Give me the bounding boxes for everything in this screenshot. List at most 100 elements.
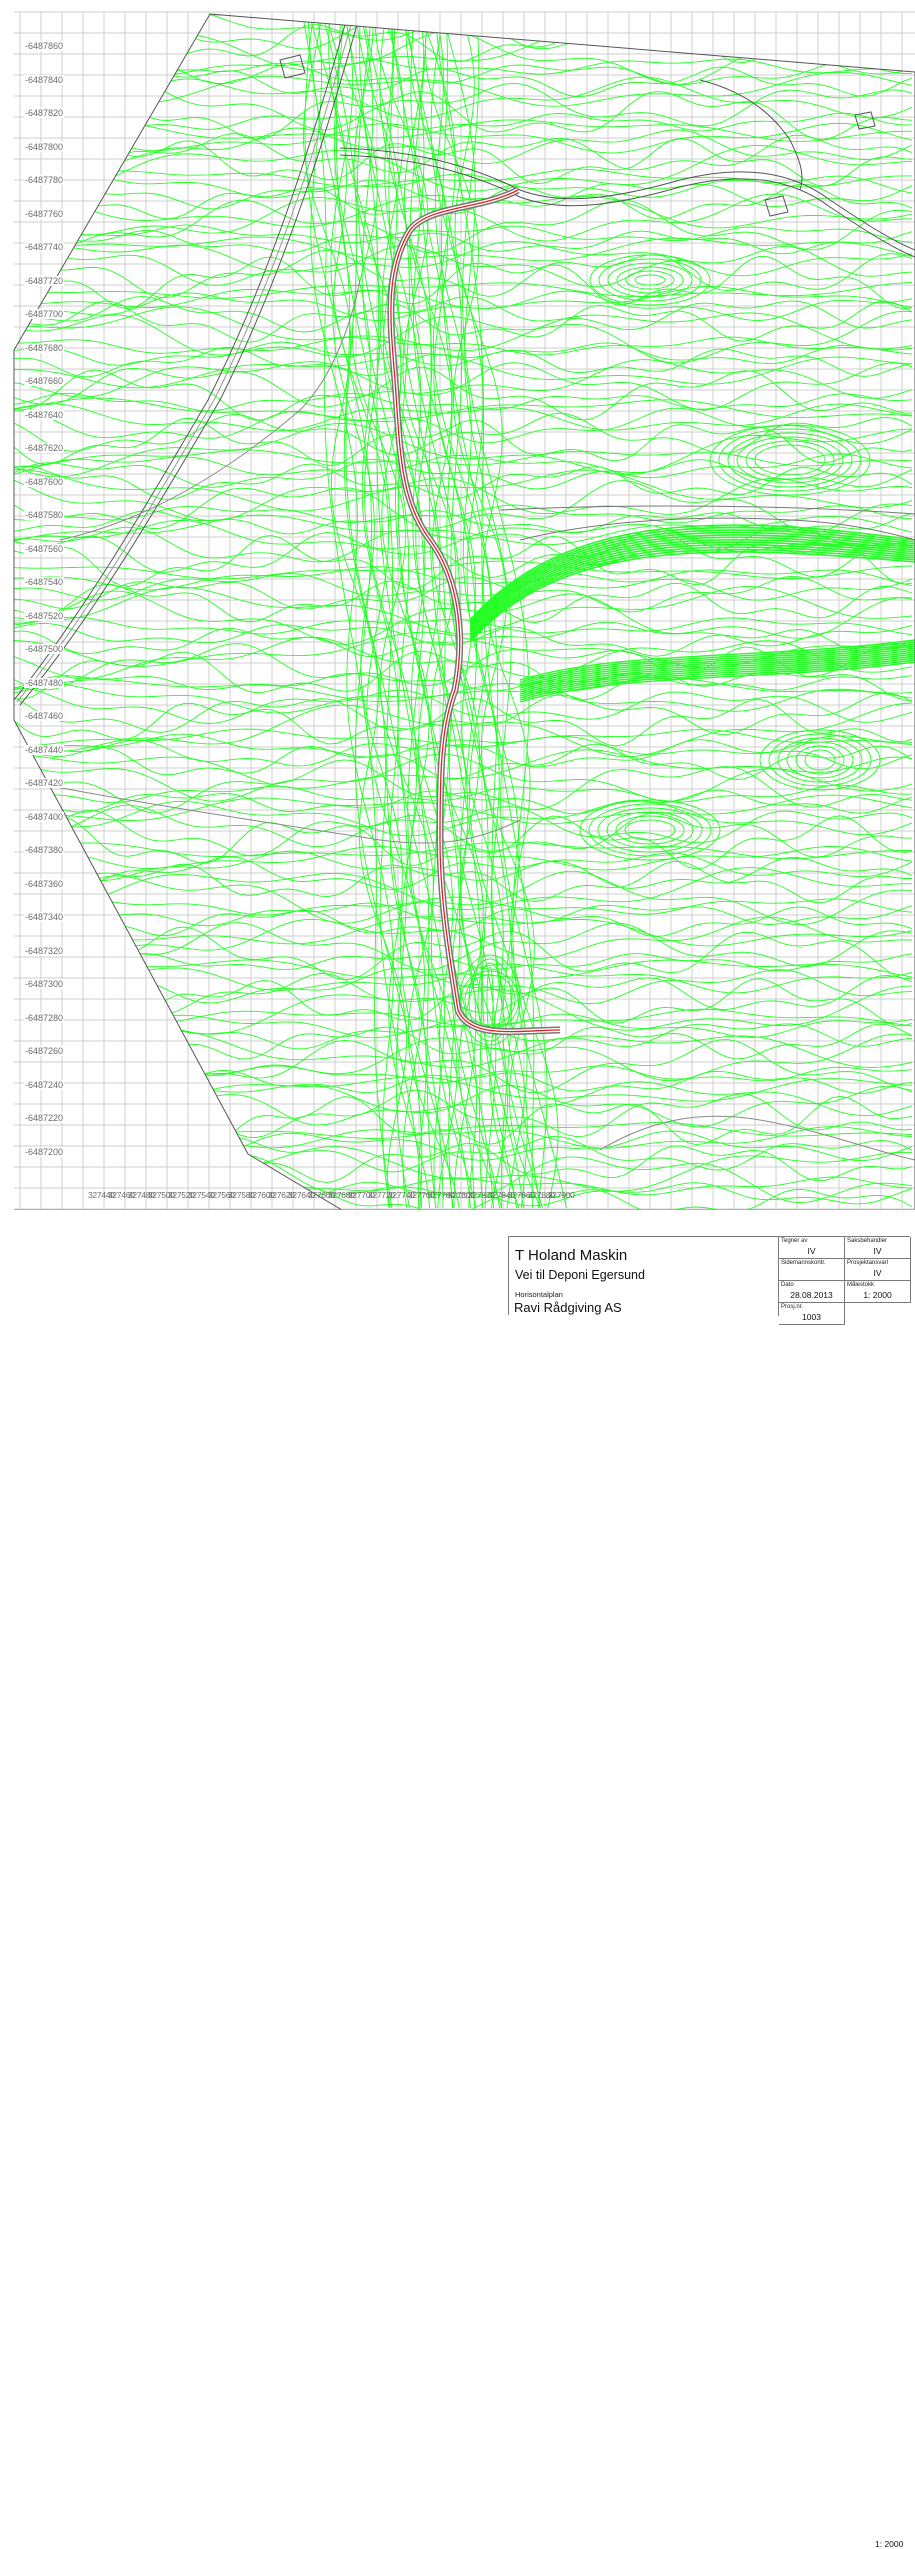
contour-line bbox=[14, 733, 913, 759]
y-coordinate-label: -6487680 bbox=[24, 342, 65, 353]
contour-line bbox=[14, 336, 913, 356]
x-coordinate-label: 327840 bbox=[488, 1190, 515, 1200]
contour-line bbox=[14, 230, 913, 255]
contour-line bbox=[14, 403, 913, 432]
contour-line bbox=[14, 190, 913, 229]
contour-line bbox=[14, 346, 913, 378]
contour-line bbox=[379, 14, 501, 1209]
contour-line bbox=[519, 649, 915, 691]
contour-line bbox=[519, 639, 915, 681]
contour-ring bbox=[709, 424, 871, 496]
contour-line bbox=[14, 697, 913, 747]
highway-left bbox=[19, 14, 361, 706]
y-coordinate-label: -6487760 bbox=[24, 208, 65, 219]
drawing-type: Horisontalplan bbox=[515, 1290, 563, 1299]
contour-line bbox=[14, 412, 913, 456]
y-coordinate-label: -6487320 bbox=[24, 945, 65, 956]
contour-line bbox=[14, 906, 913, 938]
contour-line bbox=[433, 14, 528, 1209]
contour-line bbox=[14, 306, 913, 352]
track-4 bbox=[499, 505, 915, 515]
contour-line bbox=[519, 655, 915, 697]
contour-line bbox=[14, 789, 913, 815]
contour-line bbox=[14, 850, 913, 881]
contour-line bbox=[14, 743, 913, 780]
contour-ring bbox=[589, 254, 711, 306]
contour-line bbox=[355, 14, 477, 1209]
contour-line bbox=[14, 794, 913, 825]
y-coordinate-label: -6487300 bbox=[24, 979, 65, 989]
contour-ring bbox=[615, 815, 685, 845]
building-3 bbox=[854, 111, 876, 130]
contour-line bbox=[14, 286, 913, 309]
contour-line bbox=[14, 1140, 913, 1183]
x-coordinate-label: 327580 bbox=[228, 1190, 255, 1200]
x-coordinate-label: 327880 bbox=[528, 1190, 555, 1200]
contour-line bbox=[14, 753, 913, 802]
highway-right bbox=[14, 14, 349, 701]
contour-line bbox=[14, 860, 912, 904]
contour-ring bbox=[588, 803, 712, 857]
dato-cell: Dato 28.08.2013 bbox=[779, 1281, 845, 1303]
contour-line bbox=[405, 14, 520, 1209]
contour-line bbox=[14, 867, 912, 911]
contour-line bbox=[14, 1094, 913, 1149]
contour-line bbox=[386, 14, 484, 1209]
prosjektansvarlig-label: Prosjektansvarl bbox=[847, 1260, 889, 1266]
contour-line bbox=[14, 341, 913, 367]
contour-line bbox=[14, 799, 913, 837]
saksbehandler-cell: Saksbehandler IV bbox=[845, 1237, 911, 1259]
contour-line bbox=[14, 359, 913, 399]
contour-line bbox=[14, 119, 912, 142]
y-coordinate-label: -6487800 bbox=[24, 141, 65, 152]
elevation-contours bbox=[14, 14, 915, 1210]
prosjnr-label: Prosj.nr. bbox=[781, 1304, 804, 1310]
survey-boundary bbox=[13, 13, 915, 1210]
contour-ring bbox=[624, 819, 676, 841]
y-coordinate-label: -6487480 bbox=[24, 677, 65, 688]
contour-line bbox=[328, 14, 453, 1209]
y-coordinate-label: -6487220 bbox=[24, 1113, 65, 1123]
contour-line bbox=[14, 575, 913, 613]
contour-line bbox=[410, 14, 518, 1209]
contour-line bbox=[14, 815, 913, 870]
y-coordinate-label: -6487520 bbox=[24, 610, 65, 621]
x-coordinate-labels: 3274403274603274803275003275203275403275… bbox=[88, 1190, 908, 1202]
contour-line bbox=[14, 749, 913, 792]
contour-line bbox=[310, 14, 394, 1209]
contour-line bbox=[14, 296, 913, 333]
firm-name: Ravi Rådgiving AS bbox=[514, 1300, 622, 1315]
contour-line bbox=[333, 14, 427, 1209]
x-coordinate-label: 327500 bbox=[148, 1190, 175, 1200]
contour-ring bbox=[634, 274, 666, 286]
x-coordinate-label: 327540 bbox=[188, 1190, 215, 1200]
contour-line bbox=[14, 422, 913, 478]
y-coordinate-label: -6487780 bbox=[24, 175, 65, 185]
track-5 bbox=[599, 1115, 915, 1161]
contour-ring bbox=[607, 262, 693, 298]
contour-line bbox=[14, 366, 913, 421]
contour-line bbox=[469, 541, 915, 635]
contour-line bbox=[14, 784, 913, 804]
x-coordinate-label: 327780 bbox=[428, 1190, 455, 1200]
malestokk-value: 1: 2000 bbox=[863, 1290, 892, 1300]
contour-ring bbox=[736, 436, 844, 484]
malestokk-label: Målestokk bbox=[847, 1282, 875, 1288]
prosjektansvarlig-value: IV bbox=[873, 1268, 882, 1278]
contour-line bbox=[14, 586, 913, 635]
contour-line bbox=[357, 14, 446, 1209]
building-2 bbox=[764, 195, 789, 217]
contour-line bbox=[469, 529, 915, 625]
y-coordinate-label: -6487860 bbox=[24, 41, 65, 51]
y-coordinate-label: -6487820 bbox=[24, 108, 65, 118]
y-coordinate-label: -6487340 bbox=[24, 912, 65, 922]
highway-edge bbox=[16, 14, 355, 703]
contour-line bbox=[519, 647, 915, 689]
y-coordinate-label: -6487580 bbox=[24, 510, 65, 520]
contour-line bbox=[14, 14, 913, 20]
contour-line bbox=[14, 300, 913, 343]
contour-line bbox=[469, 534, 915, 629]
contour-ring bbox=[804, 749, 836, 771]
x-coordinate-label: 327700 bbox=[348, 1190, 375, 1200]
tegner-label: Tegner av bbox=[781, 1238, 808, 1244]
